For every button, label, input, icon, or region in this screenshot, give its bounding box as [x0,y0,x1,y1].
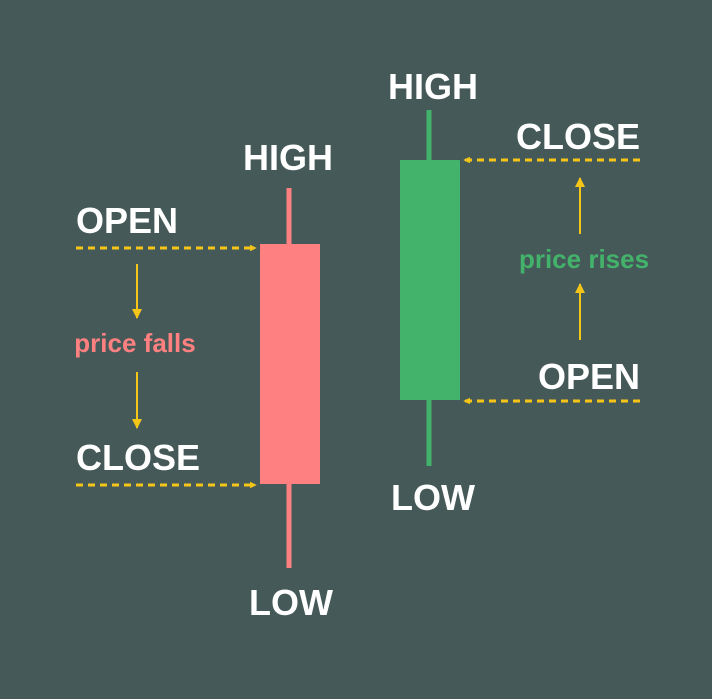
bearish-candle [260,188,320,568]
bearish-close-label: CLOSE [76,437,200,478]
bullish-movement-label: price rises [519,244,649,274]
bearish-low-label: LOW [249,582,333,623]
bearish-body [260,244,320,484]
bullish-close-label: CLOSE [516,116,640,157]
bearish-open-label: OPEN [76,200,178,241]
bearish-movement-label: price falls [74,328,195,358]
bearish-high-label: HIGH [243,137,333,178]
bullish-high-label: HIGH [388,66,478,107]
bullish-low-label: LOW [391,477,475,518]
bullish-candle [400,110,460,466]
bullish-open-label: OPEN [538,356,640,397]
bullish-body [400,160,460,400]
